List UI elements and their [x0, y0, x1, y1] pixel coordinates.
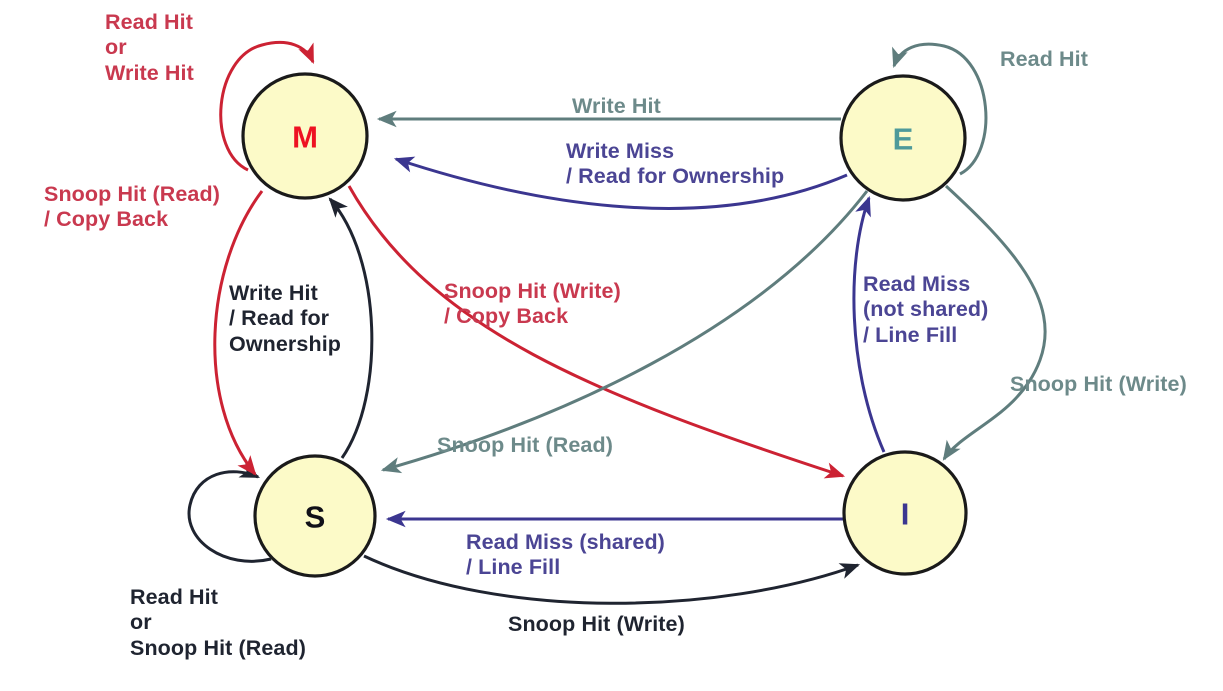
- edge-label-e-to-m-write-hit: Write Hit: [572, 94, 661, 118]
- state-node-m[interactable]: M: [241, 72, 369, 200]
- state-circle-m[interactable]: [241, 72, 369, 200]
- edge-e-self-loop: [892, 42, 988, 176]
- edge-s-to-i-snoop-write: [363, 554, 861, 605]
- edge-label-m-to-i-snoop-write: Snoop Hit (Write) / Copy Back: [444, 279, 621, 329]
- state-node-e[interactable]: E: [839, 74, 967, 202]
- edge-m-self-loop: [219, 40, 315, 172]
- edge-label-e-to-m-write-miss: Write Miss / Read for Ownership: [566, 139, 785, 189]
- edge-m-to-s-snoop-read: [213, 190, 264, 476]
- edge-label-e-self-loop: Read Hit: [1000, 47, 1089, 71]
- edge-s-to-m-write-hit: [328, 197, 374, 459]
- state-label-i: I: [901, 497, 910, 532]
- edge-m-to-i-snoop-write: [347, 185, 846, 479]
- state-label-e: E: [893, 122, 914, 157]
- edge-label-i-to-s-read-miss-shared: Read Miss (shared) / Line Fill: [466, 530, 665, 580]
- edge-label-e-to-i-snoop-write: Snoop Hit (Write): [1010, 372, 1187, 396]
- state-circle-s[interactable]: [253, 454, 377, 578]
- state-circle-e[interactable]: [839, 74, 967, 202]
- edge-label-i-to-e-read-miss-not-shared: Read Miss (not shared) / Line Fill: [863, 272, 989, 347]
- edge-label-m-to-s-snoop-read: Snoop Hit (Read) / Copy Back: [44, 182, 220, 232]
- state-node-s[interactable]: S: [253, 454, 377, 578]
- edge-s-self-loop: [187, 462, 272, 563]
- state-circle-i[interactable]: [842, 450, 968, 576]
- edge-label-s-to-i-snoop-write: Snoop Hit (Write): [508, 612, 685, 636]
- edge-i-to-e-read-miss-not-shared: [852, 195, 886, 453]
- edge-e-to-i-snoop-write: [942, 184, 1047, 461]
- edge-e-to-m-write-miss: [393, 156, 848, 210]
- state-label-m: M: [292, 120, 318, 155]
- state-node-i[interactable]: I: [842, 450, 968, 576]
- edge-label-s-to-m-write-hit: Write Hit / Read for Ownership: [229, 281, 342, 356]
- edge-e-to-s-snoop-read: [380, 190, 869, 474]
- edge-label-e-to-s-snoop-read: Snoop Hit (Read): [437, 433, 613, 457]
- state-label-s: S: [305, 500, 326, 535]
- edge-label-m-self-loop: Read Hit or Write Hit: [105, 10, 194, 85]
- edge-label-s-self-loop: Read Hit or Snoop Hit (Read): [130, 585, 306, 660]
